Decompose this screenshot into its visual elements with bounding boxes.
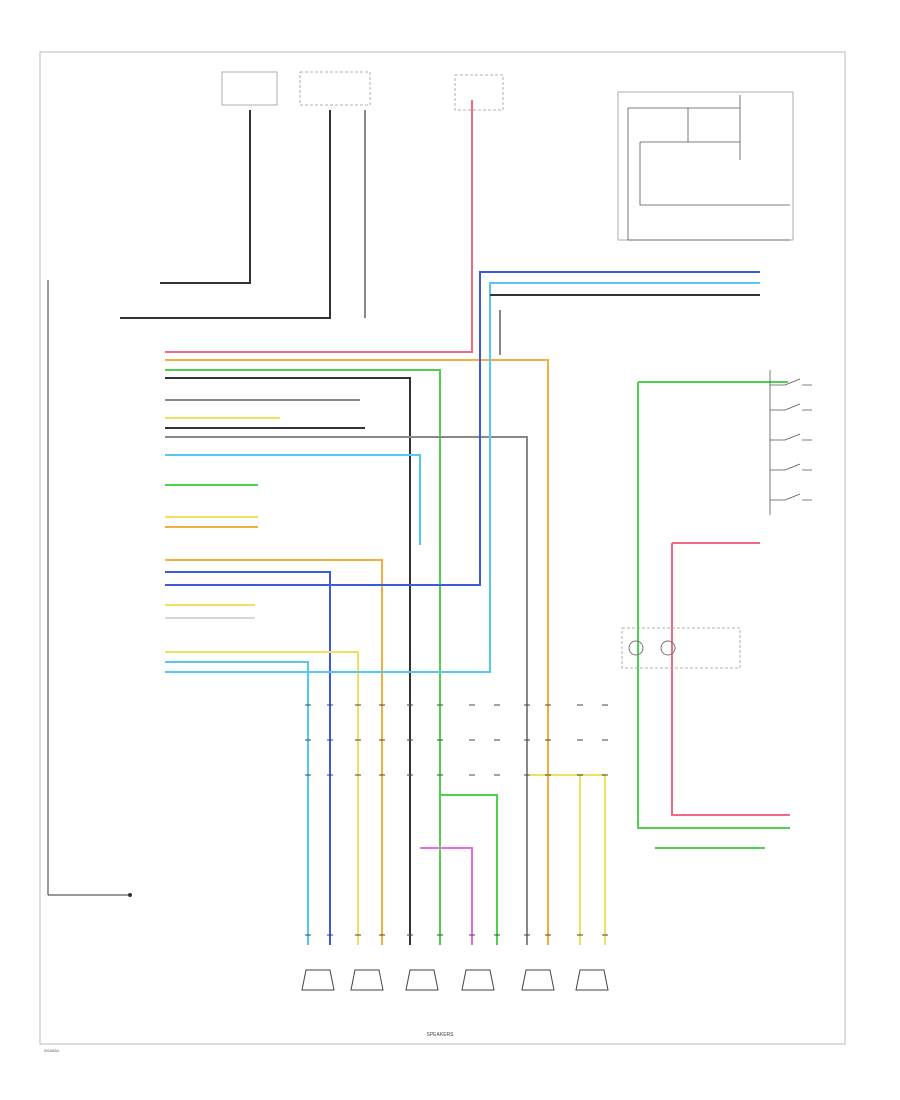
wire-8-blue bbox=[165, 571, 331, 945]
switch-2 bbox=[770, 403, 812, 411]
component-box-2 bbox=[299, 71, 371, 106]
module-circle-left bbox=[628, 640, 644, 656]
component-box-3 bbox=[454, 74, 504, 111]
switch-3 bbox=[770, 433, 812, 441]
wire-9-blue bbox=[165, 271, 760, 586]
audio-module-box bbox=[621, 627, 741, 669]
wire-26-yellow bbox=[530, 774, 606, 945]
wire-5-lightblue bbox=[165, 454, 421, 545]
wires bbox=[120, 100, 790, 945]
component-box-1 bbox=[221, 71, 278, 106]
wire-4-black bbox=[165, 377, 411, 945]
right-front-door-speaker bbox=[405, 969, 439, 991]
wire-33-black bbox=[120, 110, 331, 319]
wire-3-orange bbox=[165, 359, 549, 945]
switch-5 bbox=[770, 493, 812, 501]
wire-32-black bbox=[160, 110, 251, 284]
wire-28-green bbox=[637, 382, 790, 829]
steering-wheel-switches bbox=[621, 370, 812, 669]
right-front-tweeter-speaker bbox=[461, 969, 495, 991]
diagram-frame bbox=[39, 51, 846, 1045]
module-circle-right bbox=[660, 640, 676, 656]
left-front-door-speaker bbox=[521, 969, 555, 991]
wire-30-red bbox=[671, 543, 790, 816]
figure-id: W10854 bbox=[44, 1048, 60, 1053]
wire-7-orange bbox=[165, 559, 383, 945]
wire-1-red bbox=[165, 100, 473, 353]
wire-11-lightblue bbox=[165, 661, 309, 945]
wire-2-green bbox=[165, 369, 441, 945]
speakers bbox=[301, 969, 609, 991]
antenna-box bbox=[617, 91, 794, 241]
wire-23-green bbox=[440, 794, 498, 945]
left-rear-speaker bbox=[350, 969, 384, 991]
antenna-wiring bbox=[627, 95, 790, 241]
top-components bbox=[221, 71, 794, 241]
connectors bbox=[305, 704, 608, 936]
footer-caption: SPEAKERS bbox=[427, 1032, 455, 1038]
wire-10-yellow bbox=[165, 651, 359, 945]
right-rear-speaker bbox=[301, 969, 335, 991]
radio-connector bbox=[47, 280, 132, 897]
left-front-tweeter-speaker bbox=[575, 969, 609, 991]
switch-4 bbox=[770, 463, 812, 471]
wire-24-pink bbox=[420, 847, 473, 945]
wire-12-lightblue bbox=[165, 282, 760, 673]
wire-6-gray bbox=[165, 436, 528, 945]
switch-1 bbox=[770, 378, 812, 386]
